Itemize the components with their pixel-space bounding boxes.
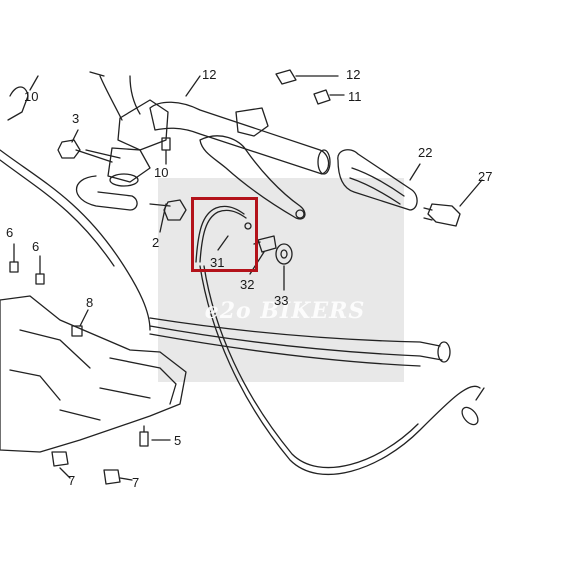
label-11: 11 bbox=[348, 89, 362, 104]
screw-6b bbox=[35, 273, 45, 285]
watermark-background bbox=[158, 178, 404, 382]
nut-33 bbox=[275, 243, 293, 265]
nut-7b bbox=[103, 469, 121, 485]
screw-11 bbox=[313, 89, 331, 105]
label-12-b: 12 bbox=[346, 67, 361, 82]
handlebar-clamp bbox=[117, 99, 169, 151]
label-12-a: 12 bbox=[202, 67, 217, 82]
label-3: 3 bbox=[72, 111, 80, 126]
throttle-cable-a bbox=[149, 317, 441, 347]
label-6-a: 6 bbox=[6, 225, 14, 240]
cowling-body bbox=[0, 295, 187, 453]
wiring-left bbox=[0, 149, 151, 331]
throttle-cable-b bbox=[149, 325, 443, 361]
adjuster-32 bbox=[257, 235, 277, 253]
lever-holder bbox=[235, 107, 269, 137]
label-32: 32 bbox=[240, 277, 255, 292]
label-6-b: 6 bbox=[32, 239, 40, 254]
highlight-frame bbox=[191, 197, 258, 272]
wire-loop bbox=[76, 175, 138, 211]
bar-end-27 bbox=[427, 203, 461, 227]
bolt-5 bbox=[139, 431, 149, 447]
clip-8 bbox=[71, 325, 83, 337]
label-27: 27 bbox=[478, 169, 493, 184]
label-33: 33 bbox=[274, 293, 289, 308]
label-10-mid: 10 bbox=[154, 165, 169, 180]
label-7-a: 7 bbox=[68, 473, 76, 488]
bolt-10 bbox=[161, 137, 171, 151]
handlebar-tube bbox=[149, 101, 330, 175]
bolt-3 bbox=[57, 139, 81, 159]
bracket-12 bbox=[275, 69, 297, 85]
cable-31 bbox=[195, 205, 245, 263]
watermark-text: e2o BIKERS bbox=[204, 298, 366, 324]
label-7-b: 7 bbox=[132, 475, 140, 490]
clamp-bracket bbox=[107, 147, 151, 183]
clutch-lever bbox=[199, 135, 306, 220]
handlebar-end bbox=[317, 149, 331, 175]
clutch-cable bbox=[199, 265, 481, 476]
grip-22 bbox=[337, 149, 418, 211]
label-2: 2 bbox=[152, 235, 160, 250]
label-5: 5 bbox=[174, 433, 182, 448]
label-8: 8 bbox=[86, 295, 94, 310]
screw-6a bbox=[9, 261, 19, 273]
label-31: 31 bbox=[210, 255, 225, 270]
label-10-top: 10 bbox=[24, 89, 39, 104]
label-22: 22 bbox=[418, 145, 433, 160]
nut-7a bbox=[51, 451, 69, 467]
